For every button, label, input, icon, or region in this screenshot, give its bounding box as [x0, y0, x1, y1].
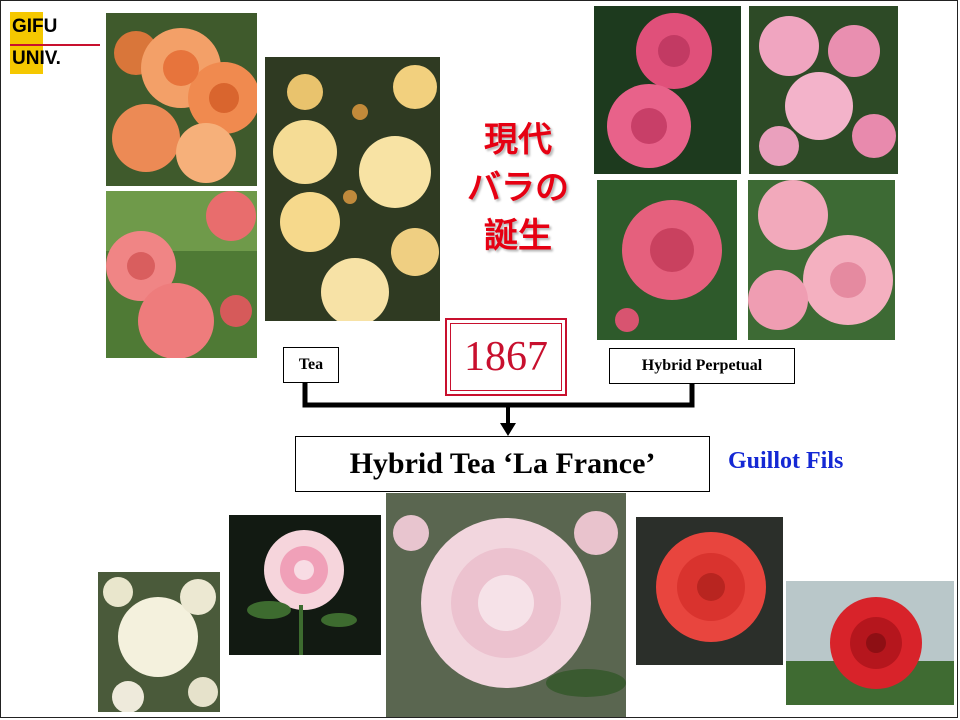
- la-france-rose-photo: [386, 493, 626, 717]
- pink-rose-photo-3: [597, 180, 737, 340]
- pink-rose-photo-4: [748, 180, 895, 340]
- title-line-3: 誕生: [484, 216, 552, 256]
- pink-rose-photo-2: [749, 6, 898, 174]
- bicolor-pink-rose-photo: [229, 515, 381, 655]
- coral-rose-photo: [106, 191, 257, 358]
- hybrid-tea-la-france-label: Hybrid Tea ‘La France’: [295, 436, 710, 492]
- orange-rose-photo: [106, 13, 257, 186]
- logo-yellow-block: [10, 12, 43, 74]
- year-box: 1867: [445, 318, 567, 396]
- logo-line-2: UNIV.: [12, 48, 61, 69]
- logo-line-1: GIFU: [12, 16, 58, 37]
- logo-red-line: [10, 44, 100, 46]
- red-rose-photo-2: [786, 581, 954, 705]
- red-rose-photo-1: [636, 517, 783, 665]
- pink-rose-photo-1: [594, 6, 741, 174]
- gifu-univ-logo: GIFU UNIV.: [10, 12, 100, 74]
- title-line-2: バラの: [467, 168, 569, 208]
- hybrid-perpetual-parent-label: Hybrid Perpetual: [609, 348, 795, 384]
- yellow-tea-rose-photo: [265, 57, 440, 321]
- breeder-name: Guillot Fils: [728, 448, 844, 474]
- tea-parent-label: Tea: [283, 347, 339, 383]
- year-text: 1867: [450, 323, 562, 391]
- title-line-1: 現代: [484, 120, 552, 160]
- slide-title: 現代 バラの 誕生: [448, 116, 588, 260]
- white-rose-photo: [98, 572, 220, 712]
